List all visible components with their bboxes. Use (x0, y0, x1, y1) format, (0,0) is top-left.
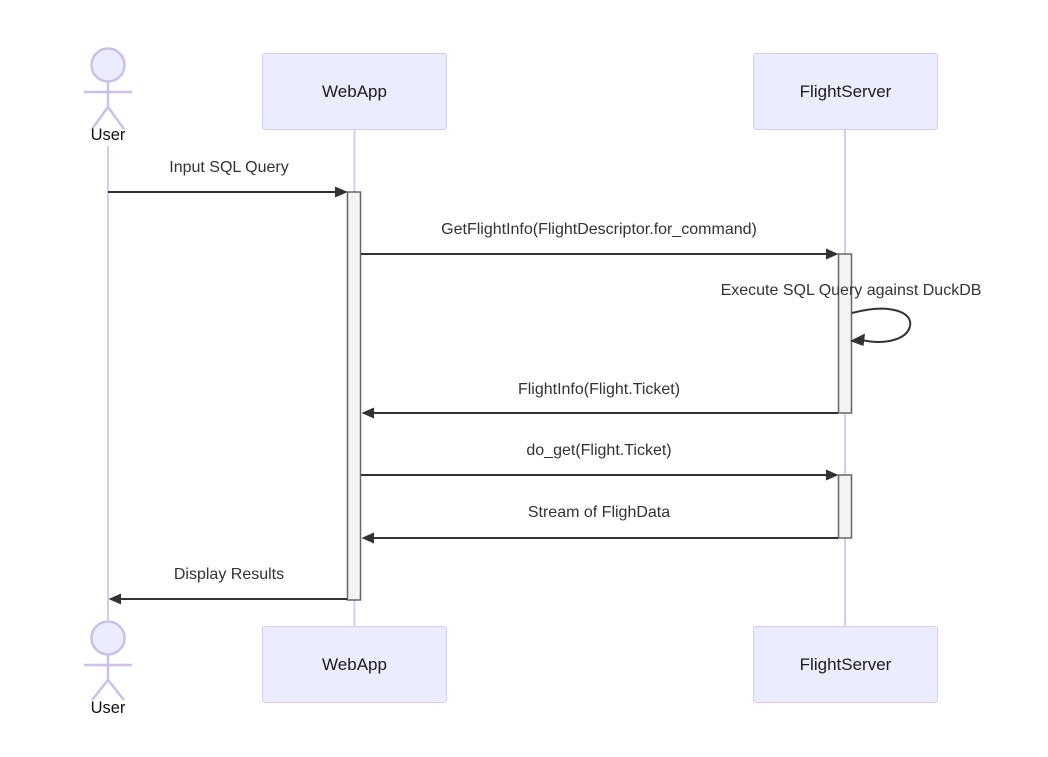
participant-webapp-top-label: WebApp (322, 81, 387, 101)
message-arrow-do-get (361, 469, 839, 481)
message-label-getflightinfo: GetFlightInfo(FlightDescriptor.for_comma… (441, 221, 757, 238)
participant-flightserver-top-label: FlightServer (799, 81, 892, 101)
actor-user-top-label: User (90, 126, 126, 144)
activation-bar-flightserver-1 (837, 253, 853, 414)
activation-bar-webapp (346, 191, 362, 601)
self-loop-arrow-execute-sql (850, 307, 912, 346)
actor-figure-bottom (84, 620, 132, 701)
message-arrow-input-sql-query (108, 186, 348, 198)
message-label-execute-sql: Execute SQL Query against DuckDB (720, 282, 982, 299)
activation-bar-flightserver-2 (837, 474, 853, 539)
participant-webapp-bottom: WebApp (262, 626, 447, 703)
message-arrow-display-results (108, 593, 347, 605)
message-label-stream-flighdata: Stream of FlighData (527, 504, 671, 521)
participant-flightserver-bottom: FlightServer (753, 626, 938, 703)
message-label-do-get: do_get(Flight.Ticket) (526, 442, 672, 459)
participant-flightserver-top: FlightServer (753, 53, 938, 130)
actor-figure-top (84, 47, 132, 130)
actor-user-bottom-label: User (90, 699, 126, 717)
message-arrow-flightinfo (361, 407, 838, 419)
message-label-display-results: Display Results (173, 566, 285, 583)
message-label-flightinfo: FlightInfo(Flight.Ticket) (517, 381, 681, 398)
message-arrow-getflightinfo (361, 248, 839, 260)
participant-flightserver-bottom-label: FlightServer (799, 654, 892, 674)
participant-webapp-top: WebApp (262, 53, 447, 130)
message-label-input-sql-query: Input SQL Query (169, 159, 289, 176)
participant-webapp-bottom-label: WebApp (322, 654, 387, 674)
message-arrow-stream-flighdata (361, 532, 838, 544)
